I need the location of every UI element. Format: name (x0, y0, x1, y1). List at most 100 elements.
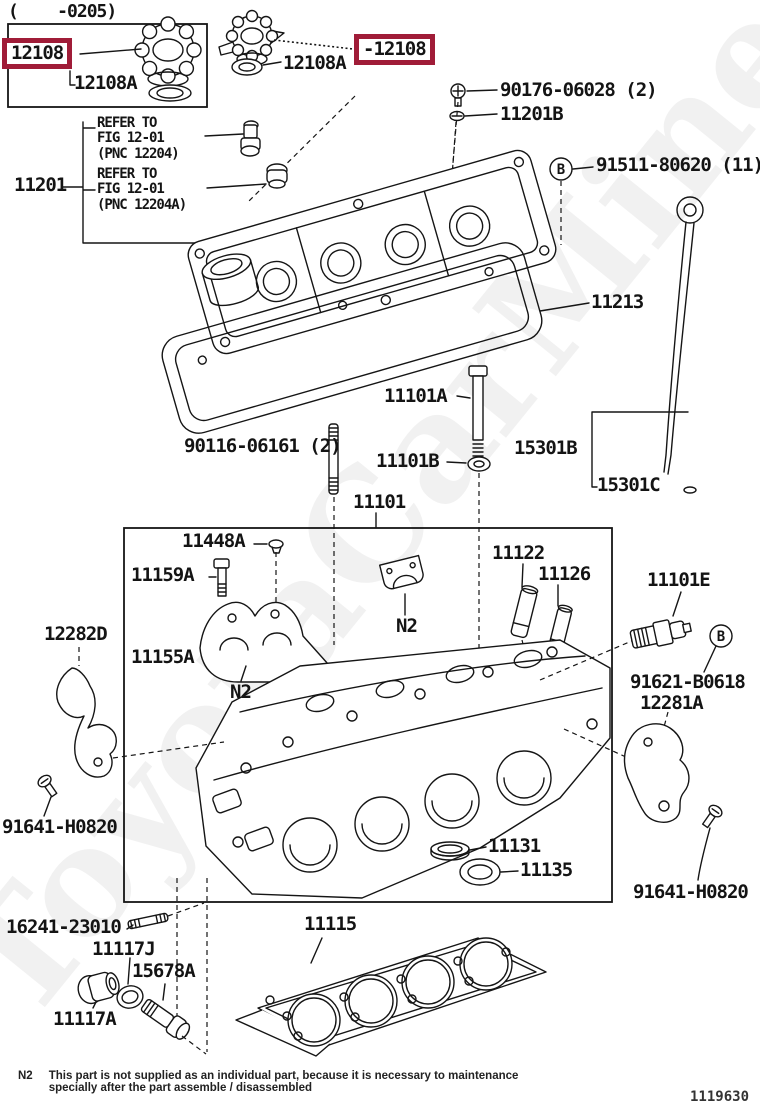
part-11213-label[interactable]: 11213 (591, 291, 644, 313)
part-11122-label[interactable]: 11122 (492, 542, 545, 564)
part-11117a-label[interactable]: 11117A (53, 1008, 117, 1030)
seal-11131-drawing (430, 841, 470, 861)
construction-line (563, 728, 627, 758)
leader-91621 (703, 645, 717, 673)
part-11101e-label[interactable]: 11101E (647, 569, 711, 591)
bracket-12282d-drawing (56, 667, 117, 778)
part-11201b-label[interactable]: 11201B (500, 103, 564, 125)
gasket-ring-11117j-drawing (116, 985, 144, 1009)
construction-line (167, 902, 205, 917)
part-11101b-label[interactable]: 11101B (376, 450, 440, 472)
part-12281a-label[interactable]: 12281A (640, 692, 704, 714)
footnote-prefix: N2 (18, 1070, 33, 1082)
bearing-cap-casting-drawing (199, 601, 332, 683)
bracket-15301-lines (591, 411, 689, 488)
construction-line (247, 95, 356, 203)
footnote: N2 This part is not supplied as an indiv… (18, 1070, 518, 1094)
leader-11135 (500, 870, 519, 873)
bearing-cap-single-drawing (378, 554, 424, 590)
part-91641-left-label[interactable]: 91641-H0820 (2, 816, 118, 838)
stud-16241-drawing (127, 912, 169, 930)
leader-11101b (446, 461, 467, 464)
bracket-12281a-drawing (623, 723, 690, 823)
marker-n2-left: N2 (230, 681, 252, 703)
pcv-grommet-parts-drawing (240, 120, 288, 189)
part-90116-06161-label[interactable]: 90116-06161 (2) (184, 435, 342, 457)
leader-11213 (539, 302, 590, 312)
leader-11122 (521, 563, 524, 588)
leader-11131 (469, 846, 487, 851)
valve-cover-gasket-drawing (161, 242, 543, 434)
marker-n2-right: N2 (396, 615, 418, 637)
construction-line (181, 1035, 207, 1055)
part-12282d-label[interactable]: 12282D (44, 623, 108, 645)
refer-fig-block-1: REFER TO FIG 12-01 (PNC 12204) (97, 115, 180, 162)
leader-12108a-right (262, 61, 282, 66)
leader-90176 (466, 89, 498, 92)
leader-11115 (310, 937, 323, 964)
sensor-11101e-drawing (629, 619, 692, 649)
leader-11101a (456, 395, 471, 399)
leader-11201b (464, 113, 498, 117)
part-12108-new-highlight[interactable]: -12108 (354, 34, 435, 65)
bolt-marker-b-right: B (709, 624, 733, 648)
leader-91641-left (43, 796, 52, 817)
plug-11117a-drawing (77, 971, 120, 1005)
part-11155a-label[interactable]: 11155A (131, 646, 195, 668)
seal-ring-11135-drawing (459, 858, 501, 886)
part-11126-label[interactable]: 11126 (538, 563, 591, 585)
part-11159a-label[interactable]: 11159A (131, 564, 195, 586)
valve-15678a-drawing (140, 998, 191, 1040)
part-91621-b0618-label[interactable]: 91621-B0618 (630, 671, 746, 693)
part-11115-label[interactable]: 11115 (304, 913, 357, 935)
construction-line (112, 741, 225, 759)
part-11201-label[interactable]: 11201 (14, 174, 67, 196)
part-91511-80620-label[interactable]: 91511-80620 (11) (596, 154, 760, 176)
leader-16241 (126, 924, 134, 930)
svg-text:B: B (557, 162, 565, 178)
screw-91641-right-drawing (701, 804, 723, 829)
part-11131-label[interactable]: 11131 (488, 835, 541, 857)
figure-code: 1119630 (690, 1089, 750, 1105)
leader-91641-right (697, 827, 711, 881)
part-11101a-label[interactable]: 11101A (384, 385, 448, 407)
part-90176-06028-label[interactable]: 90176-06028 (2) (500, 79, 658, 101)
screw-91641-left-drawing (37, 774, 58, 798)
leader-11117a (92, 1001, 97, 1009)
svg-text:B: B (717, 629, 725, 645)
part-12108-old-highlight[interactable]: 12108 (2, 38, 73, 69)
refer-fig-block-2: REFER TO FIG 12-01 (PNC 12204A) (97, 166, 187, 213)
part-12108a-left-label[interactable]: 12108A (74, 72, 138, 94)
head-gasket-drawing (235, 937, 547, 1057)
part-16241-23010-label[interactable]: 16241-23010 (6, 916, 122, 938)
oil-filler-cap-new-drawing (225, 9, 279, 76)
part-11117j-label[interactable]: 11117J (92, 938, 156, 960)
bolt-marker-b-top: B (549, 157, 573, 181)
washer-11101b-drawing (467, 456, 491, 472)
stud-90116-drawing (328, 423, 339, 495)
part-11101-label[interactable]: 11101 (353, 491, 406, 513)
leader-15678a (162, 983, 166, 1001)
bolt-11159a-drawing (213, 558, 230, 597)
leader-91511 (572, 166, 594, 170)
part-11448a-label[interactable]: 11448A (182, 530, 246, 552)
cylinder-head-drawing (195, 639, 611, 899)
part-11135-label[interactable]: 11135 (520, 859, 573, 881)
part-15678a-label[interactable]: 15678A (132, 960, 196, 982)
part-15301b-label[interactable]: 15301B (514, 437, 578, 459)
part-15301c-label[interactable]: 15301C (597, 474, 661, 496)
footnote-text: This part is not supplied as an individu… (48, 1070, 519, 1094)
construction-line (539, 639, 635, 681)
valve-guide-11122-drawing (510, 585, 539, 639)
refer-bracket-lines (62, 121, 267, 244)
cylinder-head-frame-box (123, 527, 613, 903)
leader-12108a-left (69, 70, 76, 86)
part-12108a-right-label[interactable]: 12108A (283, 52, 347, 74)
range-note-label: ( -0205) (8, 1, 117, 22)
oil-filler-cap-old-drawing (134, 16, 202, 102)
part-91641-right-label[interactable]: 91641-H0820 (633, 881, 749, 903)
leader-11117j (127, 957, 131, 985)
head-bolt-11101a-drawing (468, 365, 488, 461)
